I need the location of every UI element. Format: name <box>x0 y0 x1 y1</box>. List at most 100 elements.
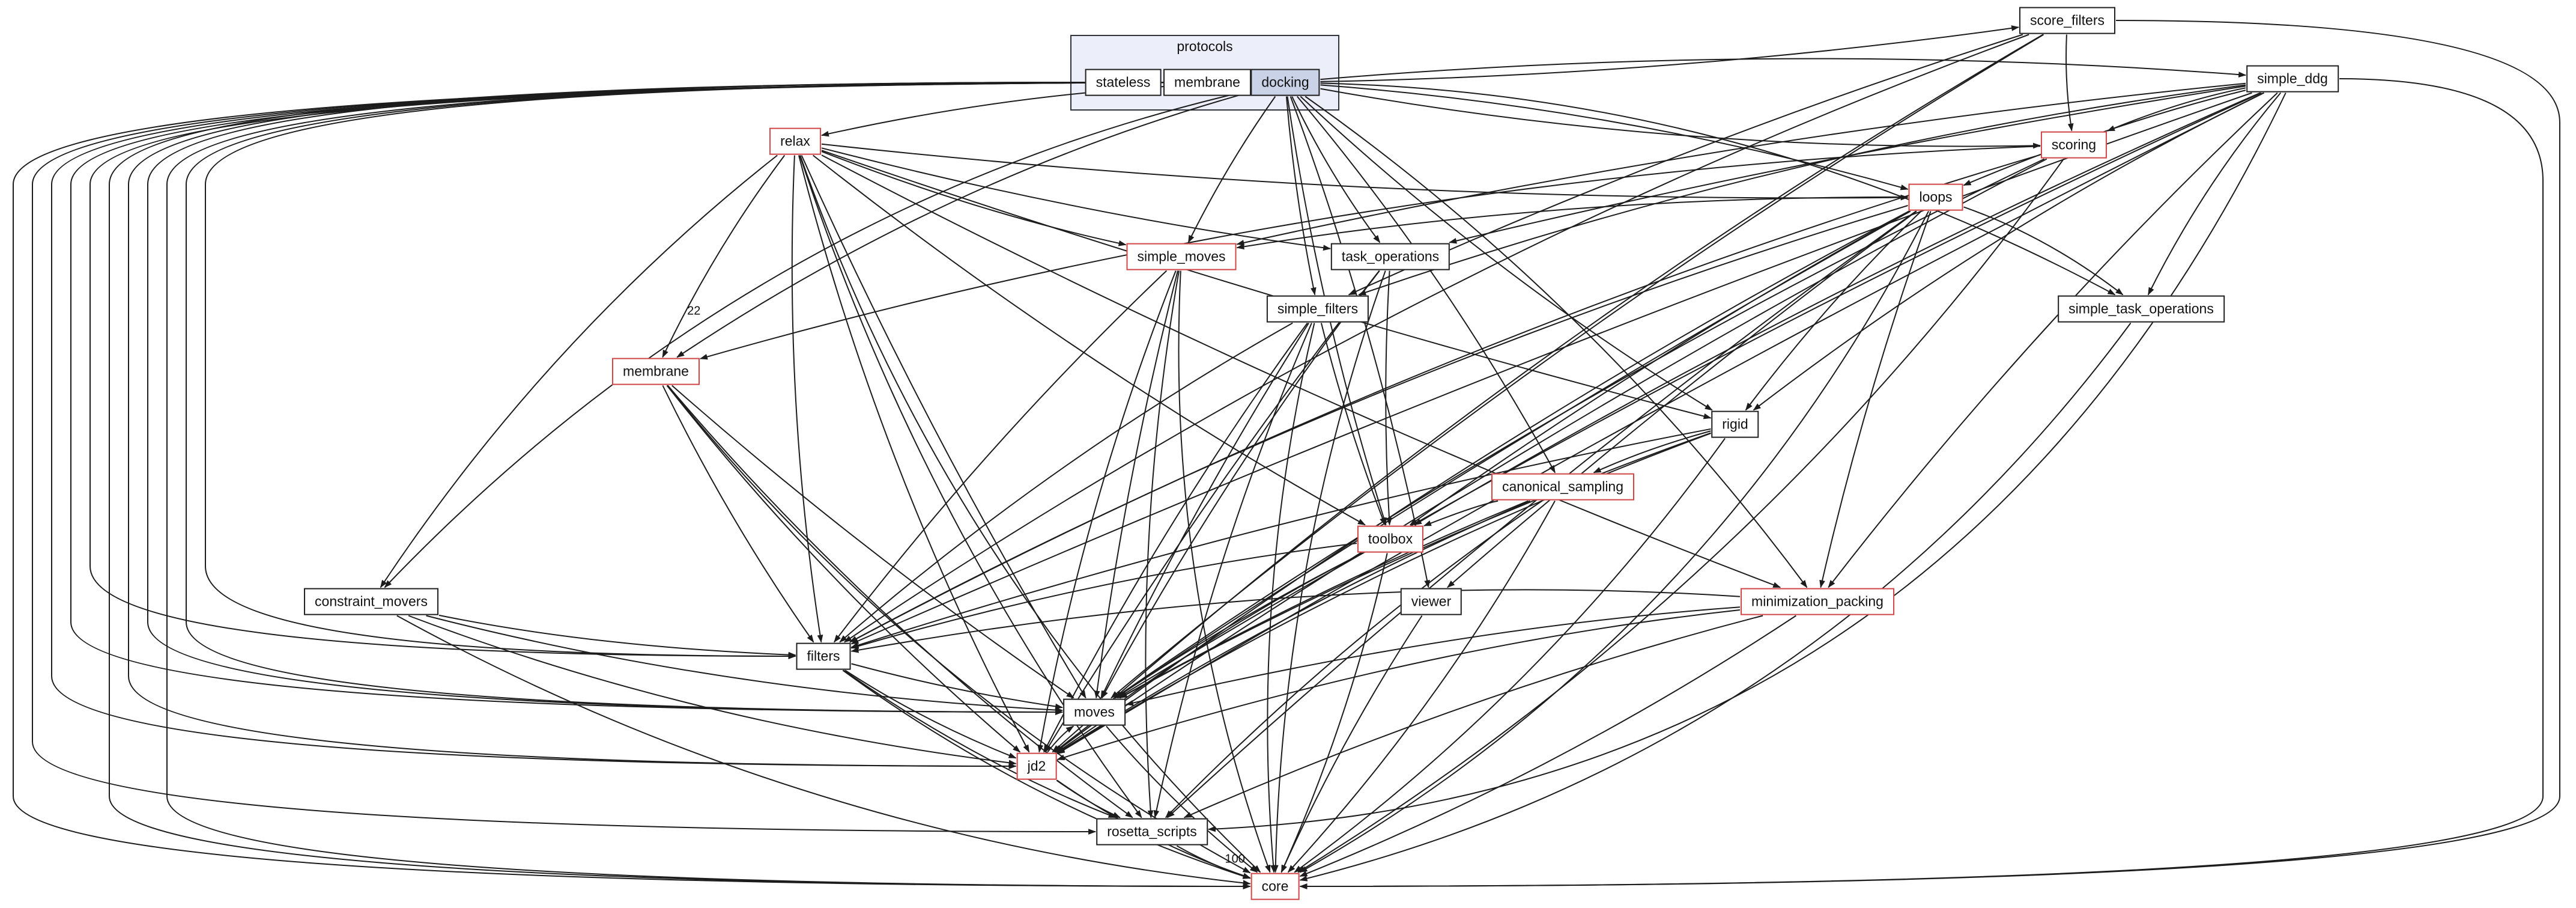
edge-constraint_movers-core <box>396 615 1251 886</box>
node-task_operations[interactable]: task_operations <box>1330 243 1450 270</box>
edge-simple_ddg-core <box>1299 78 2544 889</box>
edge-docking-minimization_packing <box>1305 96 1808 588</box>
edge-loops-rigid <box>1745 210 1922 411</box>
edge-simple_ddg-simple_moves <box>1236 82 2246 246</box>
edge-docking-viewer <box>1290 96 1430 588</box>
edge-loops-simple_task_operations <box>1963 206 2124 296</box>
edge-relax-constraint_movers <box>380 154 778 588</box>
edge-count-label: 22 <box>687 305 700 318</box>
edge-loops-moves <box>1115 210 1911 699</box>
edge-membrane-filters <box>662 385 814 643</box>
edge-membrane-jd2 <box>666 385 1021 753</box>
edge-task_operations-jd2 <box>1044 270 1380 753</box>
edge-loops-viewer <box>1447 210 1917 588</box>
edge-simple_ddg-jd2 <box>1056 92 2265 755</box>
node-scoring[interactable]: scoring <box>2040 131 2108 159</box>
edge-relax-core <box>799 155 1261 873</box>
edge-simple_filters-rosetta_scripts <box>1153 323 1312 818</box>
node-score_filters[interactable]: score_filters <box>2019 7 2115 34</box>
edge-filters-moves <box>851 663 1064 710</box>
edge-scoring-filters <box>849 154 2041 643</box>
node-toolbox[interactable]: toolbox <box>1357 525 1424 553</box>
edge-simple_filters-moves <box>1100 322 1309 699</box>
edge-simple_ddg-filters <box>850 92 2252 645</box>
edge-filters-rosetta_scripts <box>843 669 1117 818</box>
edge-constraint_movers-jd2 <box>408 615 1017 766</box>
edge-docking-loops <box>1320 84 1909 190</box>
edge-task_operations-core <box>1272 270 1386 873</box>
edge-minimization_packing-jd2 <box>1056 609 1741 761</box>
edge-simple_ddg-toolbox <box>1414 92 2261 526</box>
edge-score_filters-jd2 <box>1052 34 2044 753</box>
node-rigid[interactable]: rigid <box>1711 410 1759 438</box>
edge-relax-membrane <box>662 154 786 358</box>
edge-simple_ddg-rigid <box>1753 92 2264 411</box>
edge-docking-task_operations <box>1291 96 1381 243</box>
node-filters[interactable]: filters <box>796 642 851 670</box>
edge-loops-core <box>1299 211 1929 873</box>
node-membrane[interactable]: membrane <box>612 358 700 385</box>
edge-loops-minimization_packing <box>1819 211 1932 588</box>
edge-simple_ddg-rosetta_scripts <box>1207 93 2287 832</box>
edge-membrane-moves <box>671 385 1074 699</box>
edge-filters-jd2 <box>844 669 1017 759</box>
edge-loops-toolbox <box>1410 210 1911 526</box>
node-simple_ddg[interactable]: simple_ddg <box>2246 65 2339 93</box>
edge-simple_moves-rosetta_scripts <box>1145 270 1180 818</box>
edge-loops-filters <box>849 205 1908 643</box>
edge-canonical_sampling-toolbox <box>1423 500 1499 526</box>
node-viewer[interactable]: viewer <box>1400 588 1462 615</box>
node-simple_task_operations[interactable]: simple_task_operations <box>2058 295 2225 323</box>
edge-simple_filters-core <box>1267 323 1315 873</box>
node-constraint_movers[interactable]: constraint_movers <box>304 588 438 615</box>
edge-minimization_packing-moves <box>1125 606 1741 706</box>
node-moves[interactable]: moves <box>1063 698 1126 726</box>
node-core[interactable]: core <box>1250 873 1300 900</box>
edge-canonical_sampling-core <box>1287 501 1556 873</box>
edge-relax-rosetta_scripts <box>799 155 1142 818</box>
edge-count-label: 100 <box>1225 852 1245 865</box>
edge-relax-simple_moves <box>821 151 1127 246</box>
edge-docking-scoring <box>1320 88 2041 149</box>
node-stateless[interactable]: stateless <box>1085 69 1162 96</box>
edge-relax-jd2 <box>798 155 1030 753</box>
edge-relax-loops <box>821 143 1909 201</box>
node-simple_filters[interactable]: simple_filters <box>1266 295 1369 323</box>
node-minimization_packing[interactable]: minimization_packing <box>1741 588 1894 615</box>
node-loops[interactable]: loops <box>1908 183 1963 211</box>
edge-docking-membrane <box>676 91 1250 358</box>
edge-scoring-core <box>1297 158 2064 873</box>
edge-constraint_movers-moves <box>426 615 1064 713</box>
node-canonical_sampling[interactable]: canonical_sampling <box>1491 473 1635 501</box>
node-membrane_dir[interactable]: membrane <box>1163 69 1251 96</box>
edge-relax-moves <box>801 155 1086 699</box>
edge-simple_filters-jd2 <box>1043 322 1308 753</box>
edge-simple_moves-filters <box>834 270 1167 643</box>
edge-rigid-moves <box>1119 432 1711 699</box>
edge-docking-rigid <box>1300 96 1713 411</box>
edge-rigid-core <box>1294 437 1726 873</box>
node-jd2[interactable]: jd2 <box>1016 752 1057 780</box>
edge-constraint_movers-filters <box>438 614 796 658</box>
edge-simple_filters-filters <box>839 322 1293 643</box>
edge-relax-task_operations <box>821 147 1332 251</box>
node-simple_moves[interactable]: simple_moves <box>1126 243 1237 270</box>
edge-simple_ddg-minimization_packing <box>1828 92 2278 588</box>
cluster-protocols-label: protocols <box>1177 38 1233 54</box>
edge-toolbox-core <box>1280 553 1388 873</box>
edge-viewer-core <box>1280 615 1423 873</box>
edge-simple_task_operations-core <box>1299 322 2132 882</box>
edge-moves-core <box>1106 725 1258 873</box>
edge-docking-simple_filters <box>1285 96 1317 296</box>
edge-simple_filters-toolbox <box>1320 323 1386 526</box>
edge-relax-minimization_packing <box>821 154 1781 588</box>
node-relax[interactable]: relax <box>769 127 821 155</box>
edge-minimization_packing-filters <box>850 589 1741 653</box>
edge-membrane_dir-moves <box>186 82 1163 715</box>
edge-simple_ddg-moves <box>1117 92 2262 699</box>
edge-score_filters-scoring <box>2065 34 2074 132</box>
edge-relax-toolbox <box>813 154 1366 526</box>
node-docking[interactable]: docking <box>1250 69 1320 96</box>
node-rosetta_scripts[interactable]: rosetta_scripts <box>1096 818 1208 846</box>
edge-simple_ddg-simple_filters <box>1358 84 2246 296</box>
